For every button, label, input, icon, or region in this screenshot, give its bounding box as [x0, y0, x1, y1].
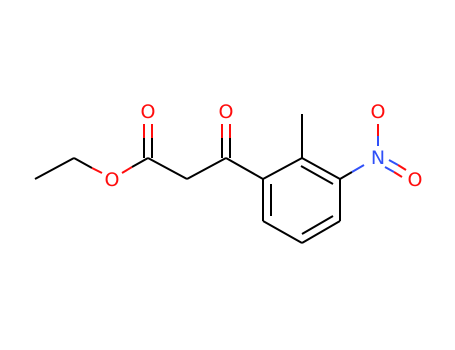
- bond-ketoneC-ring: [225, 157, 264, 180]
- bond-n-oright-a-red: [397, 164, 407, 171]
- bond-esterC-ch2: [147, 157, 188, 180]
- bond-o-esterC-red: [121, 166, 133, 174]
- carbon-skeleton: [34, 114, 353, 244]
- bond-ch2-ketoneC: [186, 157, 227, 180]
- ring-bond-1: [262, 157, 303, 180]
- atom-o-nitro-right: O: [408, 169, 423, 191]
- atom-labels: O O O N O O: [105, 101, 423, 191]
- atom-n-nitro: N: [371, 147, 385, 169]
- bond-ch2-o-black: [73, 157, 93, 169]
- bond-n-oright-a-blue: [388, 159, 399, 166]
- atom-o-ester-carbonyl: O: [141, 101, 156, 123]
- bond-o-esterC-black: [131, 157, 149, 168]
- atom-o-ketone: O: [219, 101, 234, 123]
- bond-ring-n-black: [339, 171, 353, 180]
- ring-bond-2: [301, 157, 341, 180]
- atom-o-ester-single: O: [105, 169, 120, 191]
- bond-ch2-o-red: [91, 167, 103, 174]
- ring-bond-4-inner: [301, 215, 334, 235]
- hetero-bonds: [91, 124, 407, 178]
- atom-o-nitro-top: O: [371, 101, 386, 123]
- bond-ring-n-blue: [351, 164, 365, 173]
- bond-ch3-ch2: [34, 157, 75, 180]
- ring-bond-5: [262, 220, 303, 244]
- bond-n-oright-b-blue: [384, 166, 395, 173]
- ring-bond-4: [301, 220, 341, 244]
- ring-bond-2-inner: [300, 165, 334, 185]
- bond-n-oright-b-red: [393, 171, 403, 178]
